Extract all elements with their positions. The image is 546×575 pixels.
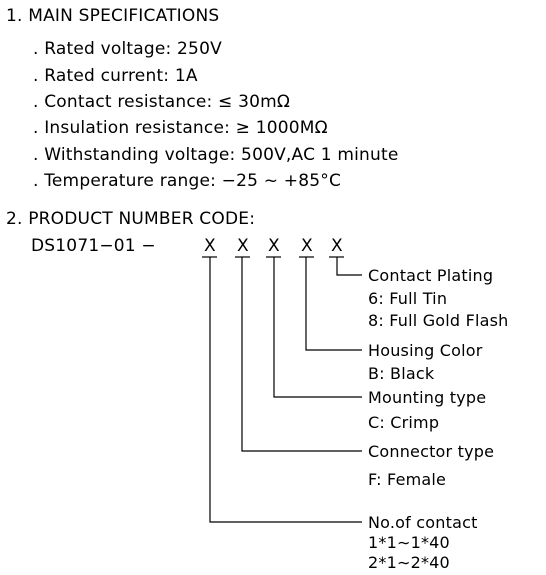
mounting-type-label: Mounting type xyxy=(368,388,487,407)
no-of-contact-option-single-row: 1*1∼1*40 xyxy=(368,533,450,552)
mounting-type-option-crimp: C: Crimp xyxy=(368,413,440,432)
contact-plating-label: Contact Plating xyxy=(368,266,494,285)
no-of-contact-option-double-row: 2*1∼2*40 xyxy=(368,553,450,572)
spec-temperature-range: . Temperature range: −25 ~ +85°C xyxy=(33,171,342,191)
contact-plating-option-gold: 8: Full Gold Flash xyxy=(368,311,509,330)
connector-type-label: Connector type xyxy=(368,442,495,461)
spec-rated-voltage: . Rated voltage: 250V xyxy=(33,39,222,59)
no-of-contact-label: No.of contact xyxy=(368,513,478,532)
spec-contact-resistance: . Contact resistance: ≤ 30mΩ xyxy=(33,92,291,112)
spec-withstanding-voltage: . Withstanding voltage: 500V,AC 1 minute xyxy=(33,145,399,165)
code-position-1: X xyxy=(204,236,216,256)
spec-insulation-resistance: . Insulation resistance: ≥ 1000MΩ xyxy=(33,118,328,138)
code-position-2: X xyxy=(237,236,249,256)
connector-type-option-female: F: Female xyxy=(368,470,447,489)
code-position-3: X xyxy=(268,236,280,256)
contact-plating-option-tin: 6: Full Tin xyxy=(368,289,448,308)
section-2-title: 2. PRODUCT NUMBER CODE: xyxy=(6,209,256,229)
housing-color-label: Housing Color xyxy=(368,341,483,360)
code-position-4: X xyxy=(301,236,313,256)
product-code-prefix: DS1071−01 − xyxy=(31,236,156,256)
section-1-title: 1. MAIN SPECIFICATIONS xyxy=(6,6,220,26)
code-position-5: X xyxy=(331,236,343,256)
spec-rated-current: . Rated current: 1A xyxy=(33,66,198,86)
housing-color-option-black: B: Black xyxy=(368,364,435,383)
